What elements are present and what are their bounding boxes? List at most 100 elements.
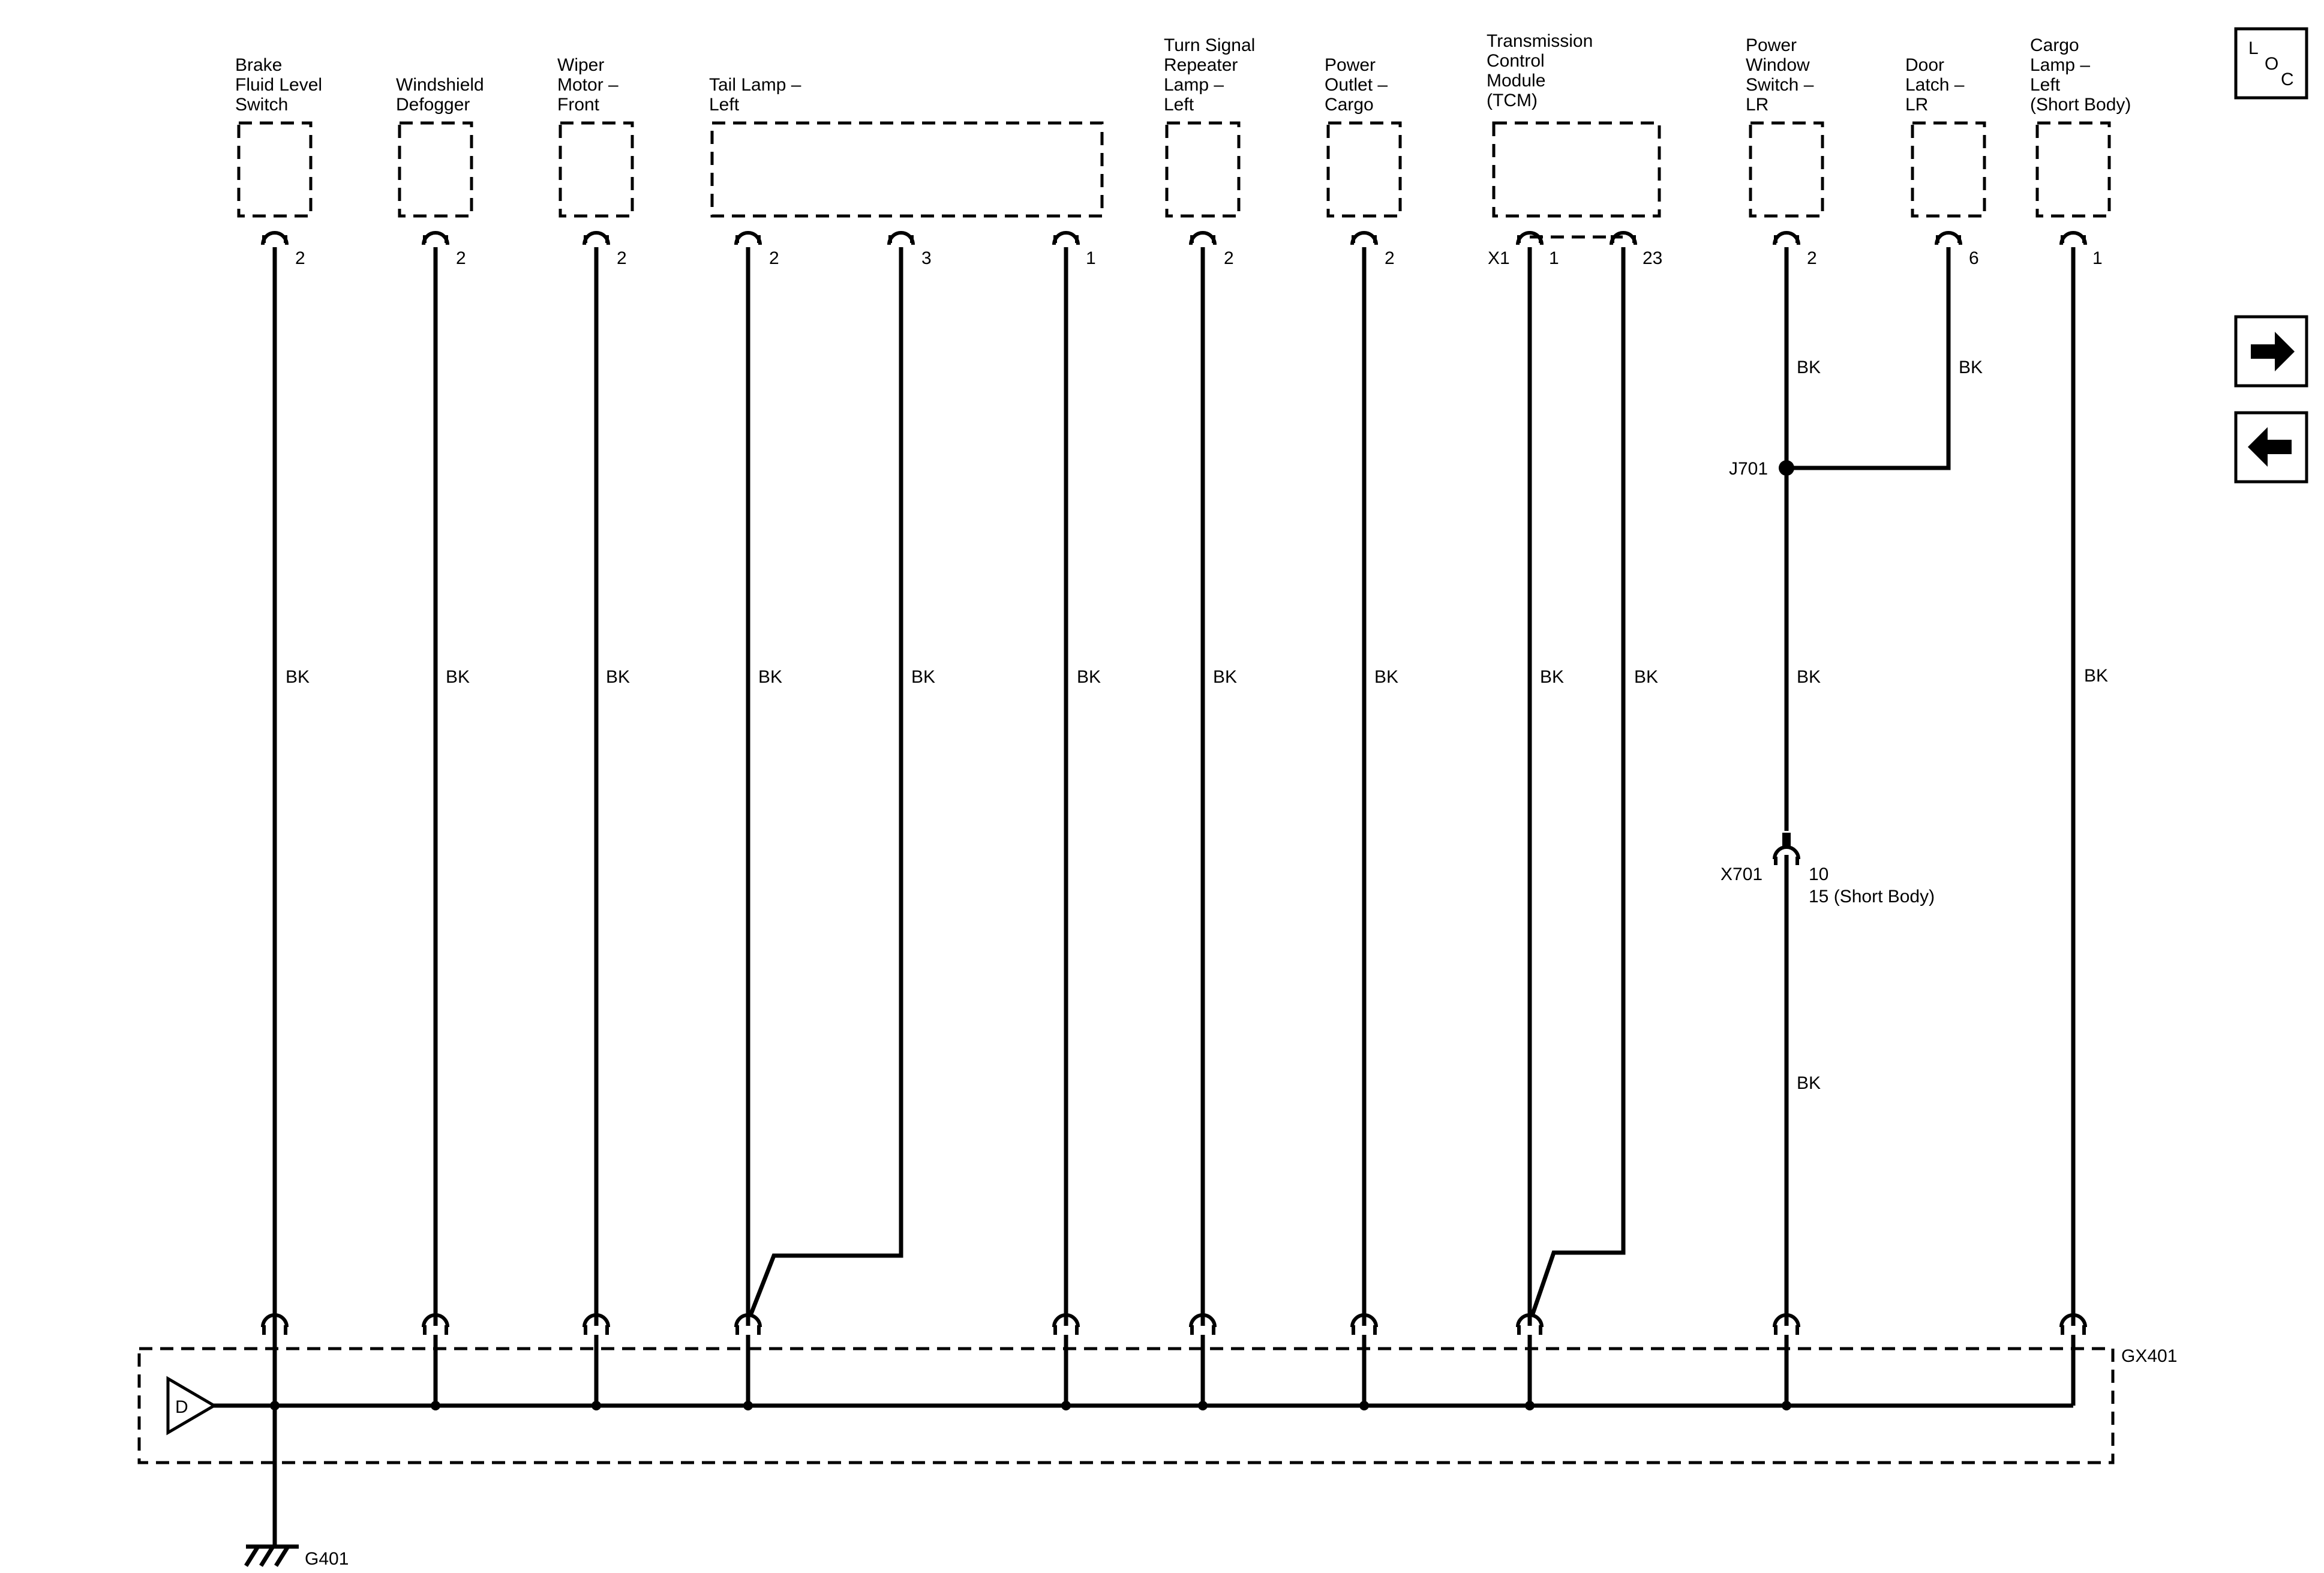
component-box-cargolamp	[2035, 121, 2111, 218]
wire-color-wiper: BK	[606, 667, 630, 687]
component-label-line: LR	[1746, 95, 1768, 115]
component-label-line: Transmission	[1487, 31, 1593, 51]
pin-taillamp-3: 3	[921, 248, 932, 268]
ground-g401-label: G401	[305, 1549, 349, 1569]
component-label-line: Control	[1487, 51, 1545, 71]
component-box-brake	[237, 121, 313, 218]
component-label-line: Module	[1487, 71, 1545, 91]
wire-color-doorlatch: BK	[1959, 358, 1983, 377]
ground-block-gx401	[137, 1347, 2115, 1464]
inline-connector-x701-pin-15: 15 (Short Body)	[1809, 887, 1935, 906]
component-label-line: Power	[1325, 55, 1376, 75]
component-label-line: Tail Lamp –	[709, 75, 801, 95]
pin-wiper: 2	[617, 248, 627, 268]
pin-brake: 2	[295, 248, 305, 268]
component-label-line: LR	[1905, 95, 1928, 115]
top-terminals	[261, 231, 2087, 245]
component-label-taillamp: Tail Lamp –Left	[709, 75, 801, 115]
pin-powerwindow: 2	[1807, 248, 1817, 268]
wire-color-defogger: BK	[446, 667, 470, 687]
component-label-line: Latch –	[1905, 75, 1965, 95]
component-label-line: Switch	[235, 95, 288, 115]
component-box-taillamp	[710, 121, 1104, 218]
component-box-poweroutlet	[1326, 121, 1402, 218]
component-label-line: Left	[709, 95, 740, 115]
next-page-button[interactable]	[2234, 315, 2308, 388]
component-label-line: Left	[1164, 95, 1194, 115]
component-label-line: Turn Signal	[1164, 35, 1255, 55]
component-label-line: (TCM)	[1487, 91, 1538, 110]
component-label-line: Front	[557, 95, 600, 115]
prev-page-button[interactable]	[2234, 411, 2308, 484]
bottom-terminals	[261, 1313, 2087, 1335]
pin-doorlatch: 6	[1969, 248, 1979, 268]
loc-letter-c: C	[2281, 70, 2294, 89]
component-box-tcm	[1492, 121, 1661, 218]
component-label-line: Door	[1905, 55, 1944, 75]
tcm-connector-label: X1	[1488, 248, 1510, 268]
wire-color-cargolamp: BK	[2084, 666, 2108, 686]
loc-letter-l: L	[2248, 38, 2259, 58]
component-label-line: Wiper	[557, 55, 604, 75]
component-label-line: Outlet –	[1325, 75, 1388, 95]
ground-block-gx401-label: GX401	[2121, 1346, 2177, 1366]
pin-defogger: 2	[456, 248, 466, 268]
arrow-left-icon	[2248, 427, 2292, 467]
wire-color-tcm-23: BK	[1634, 667, 1658, 687]
inline-connector-x701	[1773, 833, 1800, 865]
splice-j701-dot	[1779, 460, 1794, 476]
component-label-line: Cargo	[1325, 95, 1374, 115]
component-box-powerwindow	[1749, 121, 1824, 218]
arrow-right-icon	[2251, 332, 2295, 371]
pin-taillamp-2: 2	[769, 248, 779, 268]
ground-marker-label: D	[175, 1397, 188, 1417]
wire-color-taillamp-2: BK	[758, 667, 782, 687]
component-label-line: Fluid Level	[235, 75, 322, 95]
component-label-line: Lamp –	[1164, 75, 1224, 95]
component-box-defogger	[398, 121, 473, 218]
component-label-line: Left	[2030, 75, 2061, 95]
wire-color-powerwindow-top: BK	[1797, 358, 1821, 377]
wire-color-powerwindow-mid: BK	[1797, 667, 1821, 687]
pin-tcm-23: 23	[1643, 248, 1662, 268]
wires	[272, 247, 2076, 1547]
component-label-line: Switch –	[1746, 75, 1814, 95]
component-box-turnsignal	[1165, 121, 1241, 218]
ground-g401-icon	[244, 1544, 299, 1567]
component-label-line: Window	[1746, 55, 1810, 75]
ground-bus-stubs	[433, 1335, 2076, 1406]
ground-bus-junction-dots	[270, 1401, 1791, 1410]
component-label-line: Lamp –	[2030, 55, 2090, 75]
wire-color-taillamp-3: BK	[911, 667, 935, 687]
wire-color-turnsignal: BK	[1213, 667, 1237, 687]
wire-color-powerwindow-bottom: BK	[1797, 1073, 1821, 1093]
component-label-line: (Short Body)	[2030, 95, 2131, 115]
splice-j701-label: J701	[1729, 459, 1768, 479]
component-label-line: Cargo	[2030, 35, 2079, 55]
loc-button[interactable]: L O C	[2234, 27, 2308, 100]
inline-connector-x701-pin-10: 10	[1809, 864, 1828, 884]
component-label-line: Windshield	[396, 75, 484, 95]
pin-turnsignal: 2	[1224, 248, 1234, 268]
component-box-doorlatch	[1911, 121, 1986, 218]
component-box-wiper	[559, 121, 634, 218]
pin-tcm-1: 1	[1549, 248, 1559, 268]
wire-color-poweroutlet: BK	[1374, 667, 1398, 687]
component-label-line: Defogger	[396, 95, 470, 115]
wire-color-brake: BK	[286, 667, 310, 687]
